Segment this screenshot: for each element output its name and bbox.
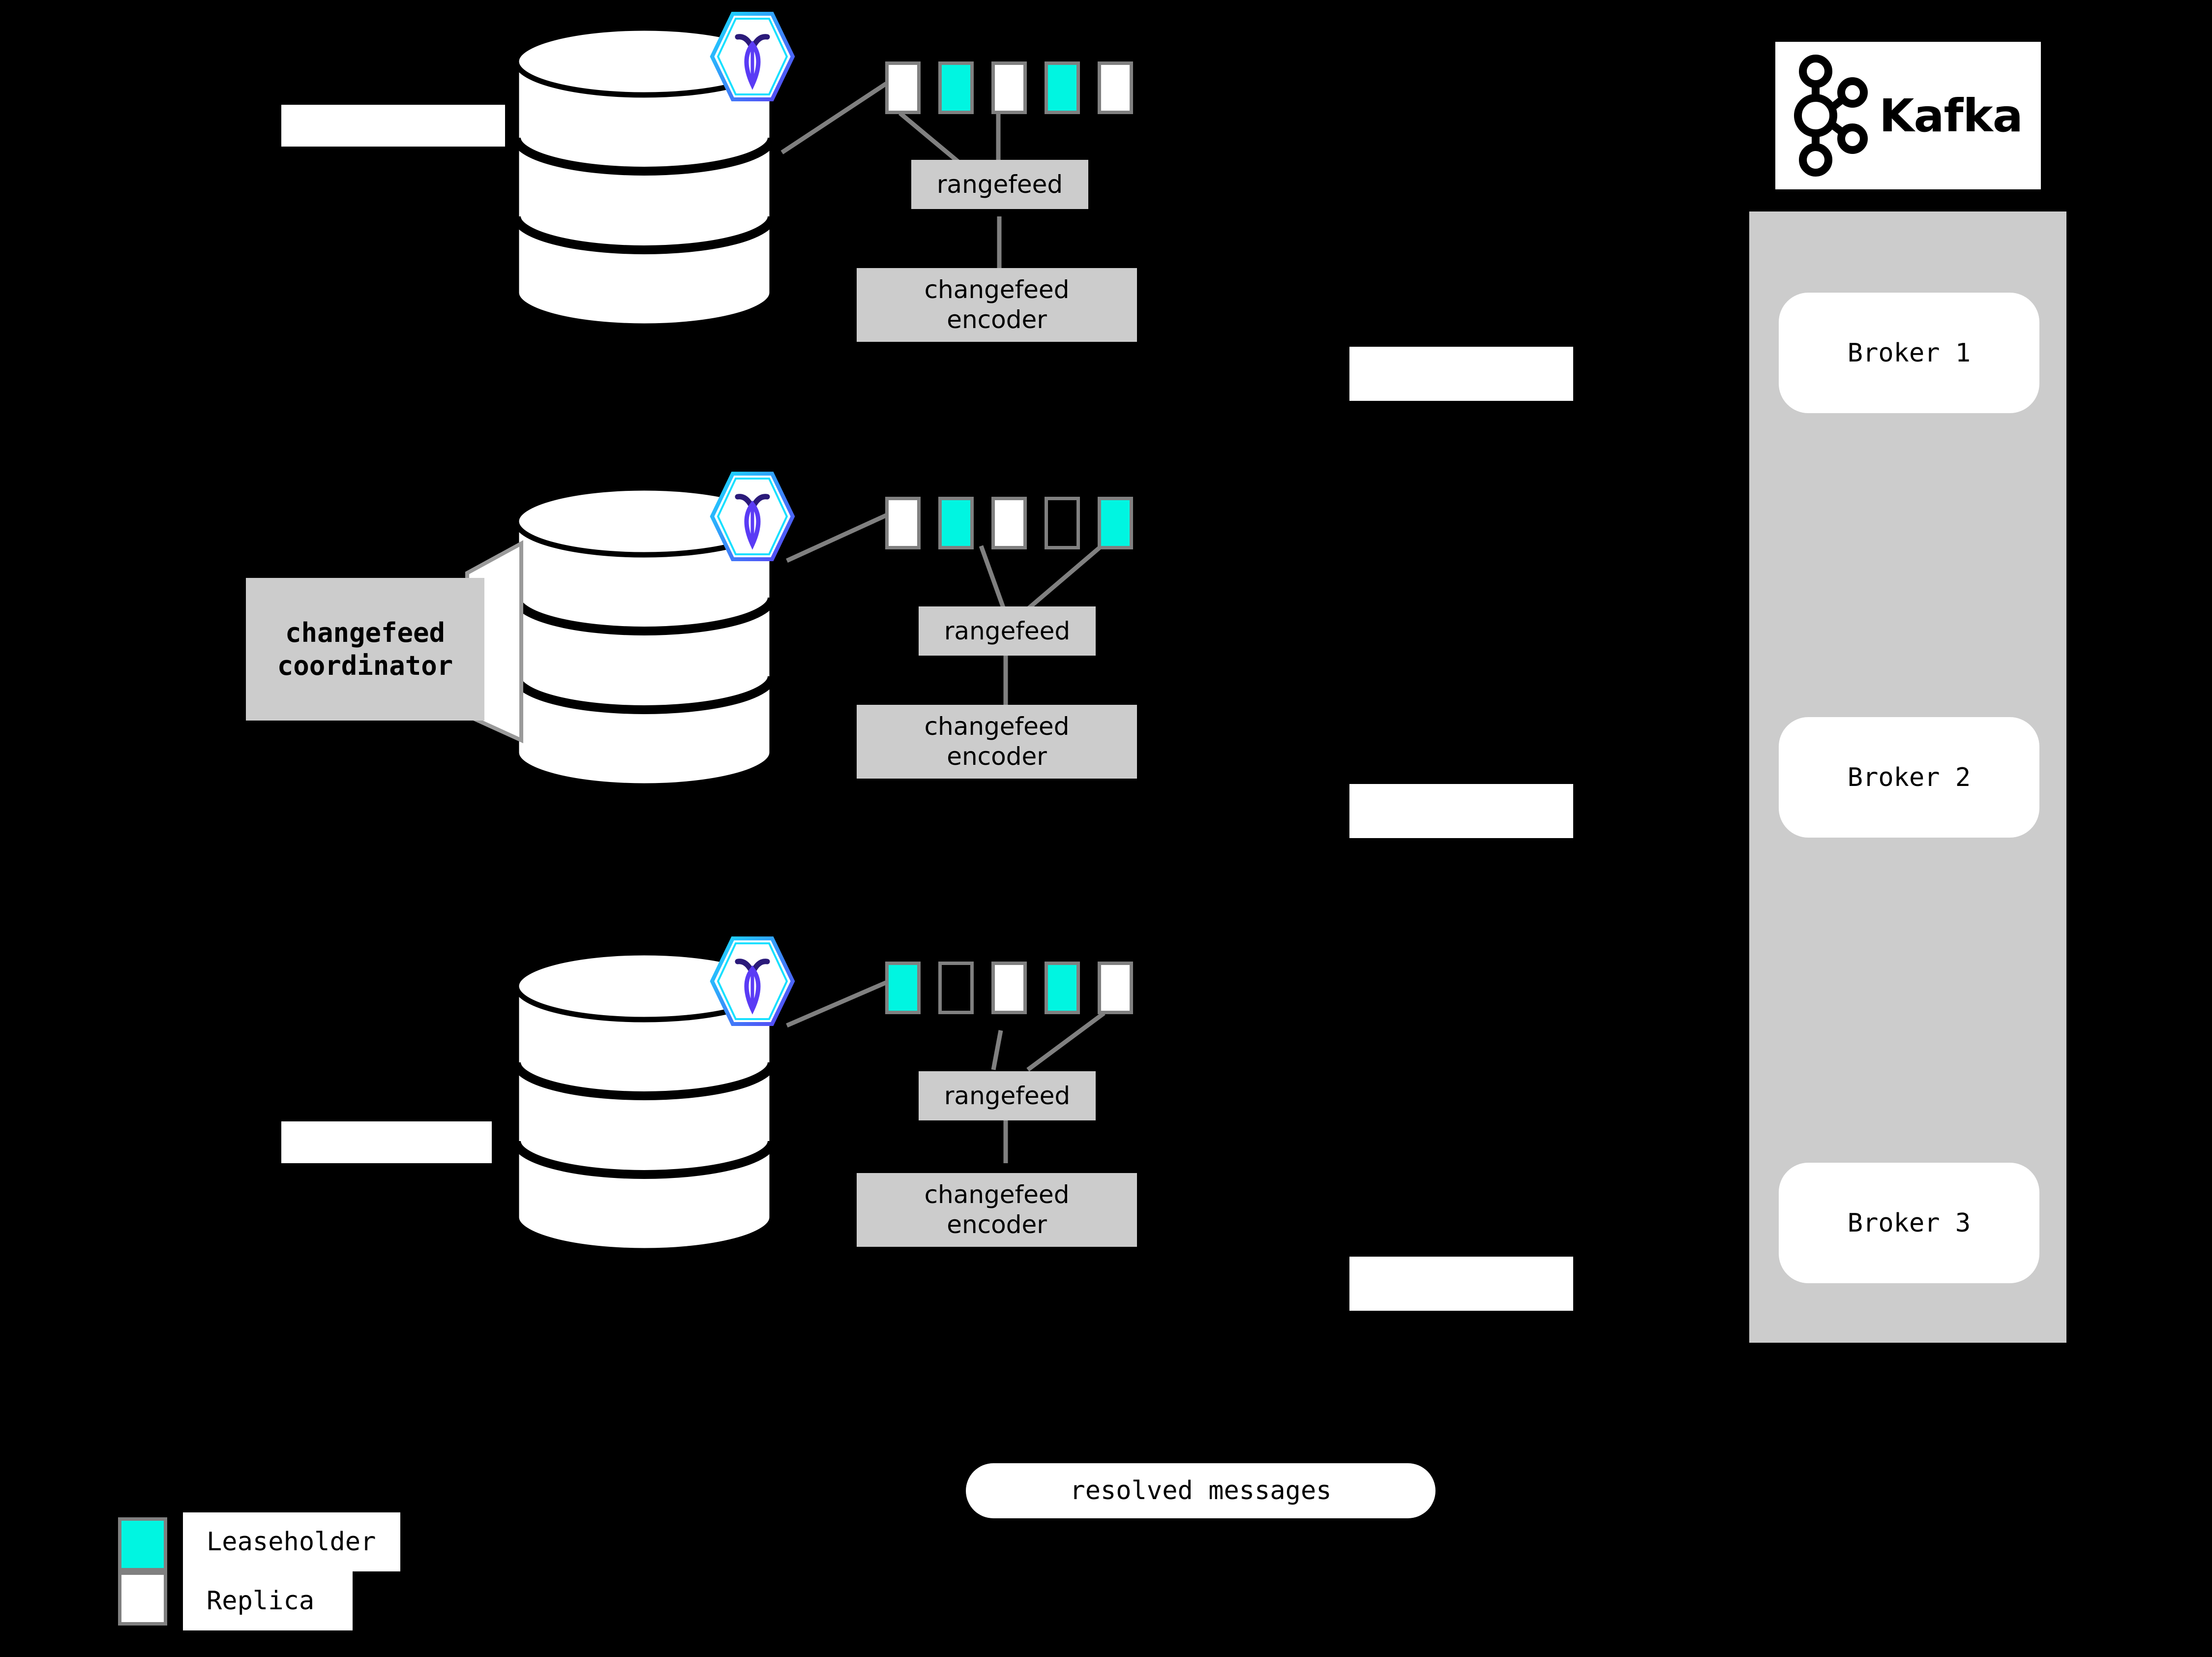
resolved-messages-label: resolved messages — [1070, 1476, 1332, 1506]
changefeed-messages-label-2: changefeed messages — [1349, 784, 1573, 963]
cockroachdb-hex-icon — [708, 470, 797, 563]
range-box[interactable] — [991, 962, 1027, 1014]
legend-swatch-replica — [118, 1571, 167, 1626]
range-box[interactable] — [1098, 497, 1133, 549]
node-group-2: Node 2 — [511, 484, 777, 799]
kafka-logo: Kafka — [1775, 42, 2041, 189]
rangefeed-label: rangefeed — [944, 1081, 1071, 1110]
range-box[interactable] — [885, 497, 921, 549]
rangefeed-box-1[interactable]: rangefeed — [911, 160, 1088, 209]
range-checkpoints-label-3: range checkpoints — [281, 1121, 492, 1300]
rangefeed-box-3[interactable]: rangefeed — [919, 1071, 1096, 1120]
resolved-messages-pill[interactable]: resolved messages — [966, 1463, 1435, 1518]
node-cylinder-1 — [512, 25, 777, 329]
legend: Leaseholder Replica — [118, 1512, 423, 1630]
coordinator-box[interactable]: changefeed coordinator — [246, 578, 484, 721]
range-box[interactable] — [1098, 61, 1133, 114]
changefeed-messages-label-1: changefeed messages — [1349, 347, 1573, 526]
encoder-label-line2: encoder — [947, 1210, 1047, 1239]
changefeed-encoder-box-1[interactable]: changefeed encoder — [857, 268, 1137, 342]
range-box[interactable] — [991, 497, 1027, 549]
range-box[interactable] — [1045, 497, 1080, 549]
kafka-logo-text: Kafka — [1879, 89, 2023, 142]
encoder-label-line2: encoder — [947, 305, 1047, 334]
node-cylinder-3 — [512, 950, 777, 1254]
legend-swatch-leaseholder — [118, 1517, 167, 1571]
cockroachdb-hex-icon — [708, 10, 797, 103]
rangefeed-label: rangefeed — [936, 170, 1063, 199]
range-box[interactable] — [938, 61, 974, 114]
range-box[interactable] — [1045, 61, 1080, 114]
encoder-label-line1: changefeed — [924, 712, 1070, 741]
range-box[interactable] — [938, 962, 974, 1014]
broker-label: Broker 1 — [1847, 338, 1971, 368]
changefeed-encoder-box-2[interactable]: changefeed encoder — [857, 705, 1137, 779]
cockroachdb-hex-icon — [708, 934, 797, 1028]
broker-label: Broker 2 — [1847, 762, 1971, 792]
range-box[interactable] — [938, 497, 974, 549]
broker-3[interactable]: Broker 3 — [1779, 1163, 2039, 1283]
node-cylinder-2 — [512, 485, 777, 789]
kafka-nodes-icon — [1794, 55, 1868, 177]
range-box[interactable] — [1045, 962, 1080, 1014]
rangefeed-label: rangefeed — [944, 616, 1071, 645]
node-label-3: Node 3 — [511, 1254, 540, 1264]
legend-label-replica: Replica — [183, 1571, 353, 1630]
broker-label: Broker 3 — [1847, 1208, 1971, 1238]
encoder-label-line1: changefeed — [924, 275, 1070, 304]
changefeed-messages-label-3: changefeed messages — [1349, 1257, 1573, 1436]
node-group-3: Node 3 — [511, 949, 777, 1264]
broker-1[interactable]: Broker 1 — [1779, 293, 2039, 413]
range-box[interactable] — [885, 61, 921, 114]
changefeed-encoder-box-3[interactable]: changefeed encoder — [857, 1173, 1137, 1247]
node-label-2: Node 2 — [511, 789, 540, 799]
range-box[interactable] — [885, 962, 921, 1014]
node-label-1: Node 1 — [511, 330, 540, 339]
range-box[interactable] — [1098, 962, 1133, 1014]
rangefeed-box-2[interactable]: rangefeed — [919, 606, 1096, 656]
node-group-1: Node 1 — [511, 25, 777, 339]
changefeed-coordinator-callout[interactable]: changefeed coordinator — [246, 540, 523, 744]
broker-2[interactable]: Broker 2 — [1779, 717, 2039, 838]
range-checkpoints-label-1: range checkpoints — [281, 105, 505, 284]
legend-label-leaseholder: Leaseholder — [183, 1512, 400, 1571]
encoder-label-line1: changefeed — [924, 1180, 1070, 1209]
range-box[interactable] — [991, 61, 1027, 114]
encoder-label-line2: encoder — [947, 742, 1047, 771]
